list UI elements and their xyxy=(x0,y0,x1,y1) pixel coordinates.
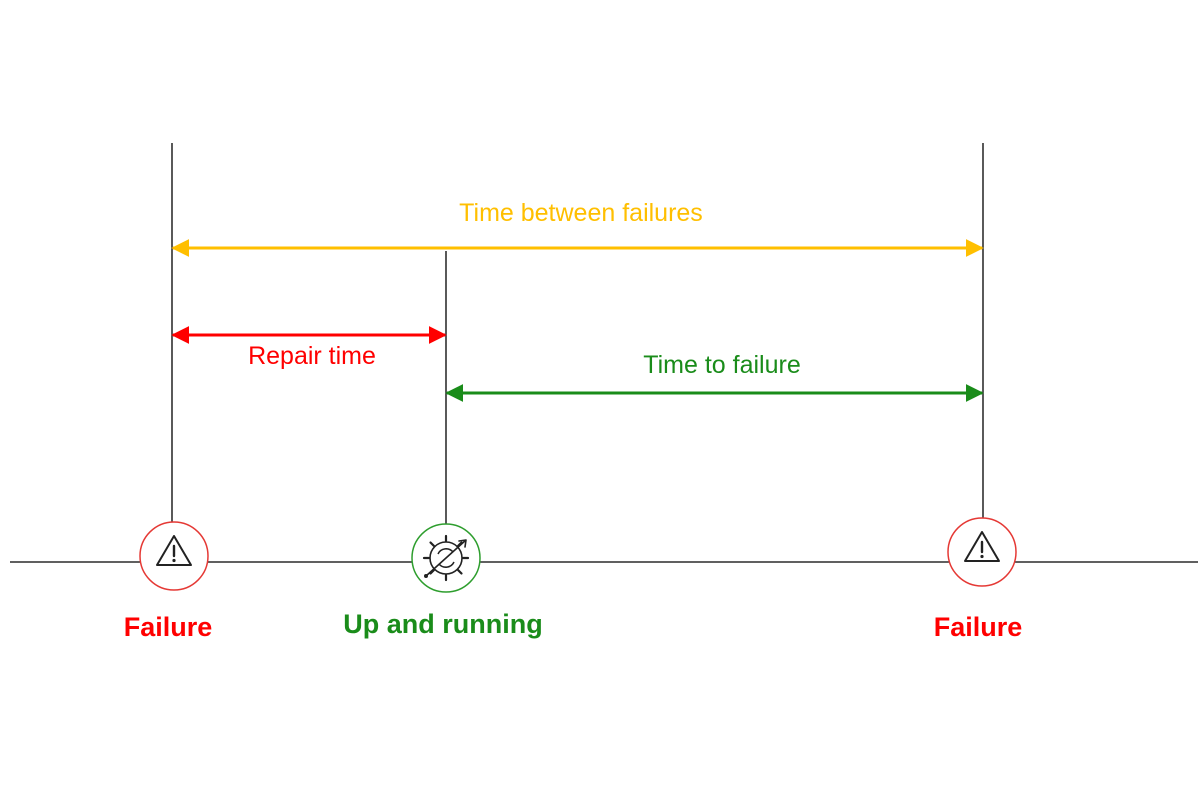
failure-right-label: Failure xyxy=(933,612,1023,642)
running-node xyxy=(411,523,481,593)
warning-triangle-icon xyxy=(156,535,192,566)
failure-left-node xyxy=(139,521,209,591)
repair-time-label: Repair time xyxy=(248,342,376,370)
gear-refresh-icon xyxy=(422,534,470,582)
time-to-failure-label: Time to failure xyxy=(643,351,801,379)
running-label: Up and running xyxy=(343,609,543,639)
failure-right-node xyxy=(947,517,1017,587)
failure-left-label: Failure xyxy=(123,612,213,642)
warning-triangle-icon xyxy=(964,531,1000,562)
time-between-failures-label: Time between failures xyxy=(459,199,703,227)
